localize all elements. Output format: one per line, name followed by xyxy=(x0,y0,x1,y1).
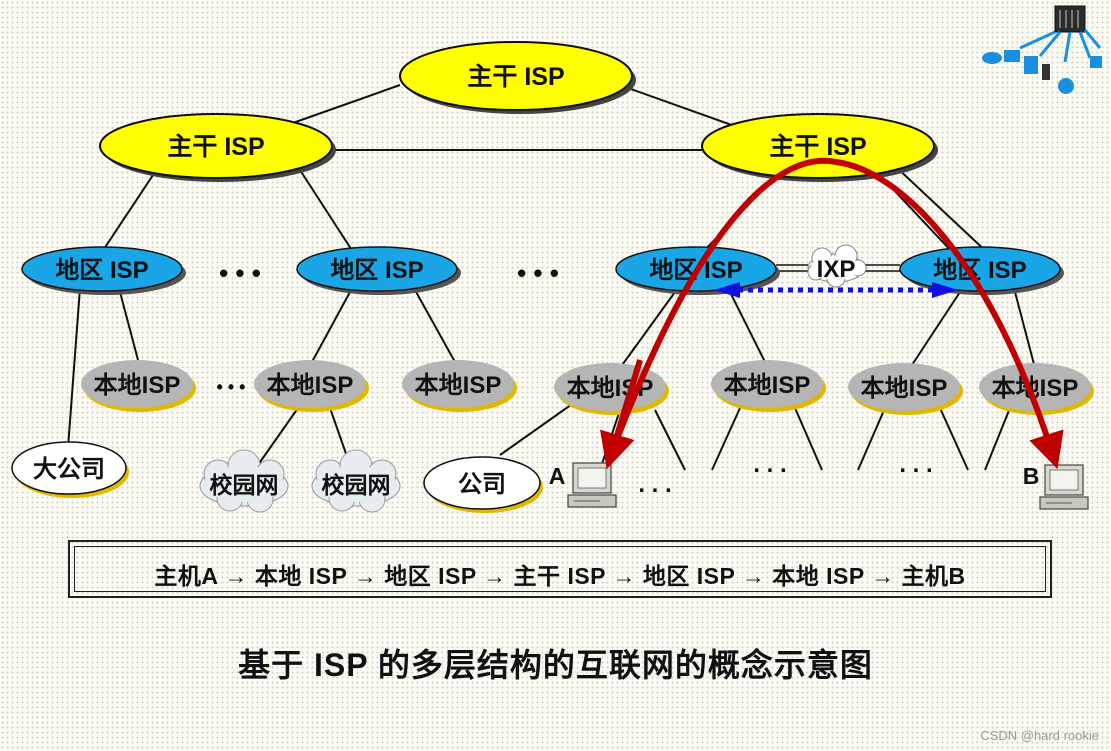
ellipsis-local: • • • xyxy=(217,377,246,397)
ixp-label: IXP xyxy=(817,256,856,283)
ixp-cloud: IXP xyxy=(807,244,867,288)
host-b: B xyxy=(1023,463,1089,510)
regional-1-label: 地区 ISP xyxy=(55,257,148,284)
regional-isp-1: 地区 ISP xyxy=(21,246,186,295)
host-a: A xyxy=(549,462,617,508)
local-3-label: 本地ISP xyxy=(415,372,502,399)
backbone-right-label: 主干 ISP xyxy=(769,133,866,161)
local-isp-3: 本地ISP xyxy=(402,360,517,412)
diagram-caption: 基于 ISP 的多层结构的互联网的概念示意图 xyxy=(238,647,873,683)
company-node: 公司 xyxy=(423,456,543,513)
company-label: 公司 xyxy=(458,471,506,498)
host-a-label: A xyxy=(549,463,566,489)
host-b-label: B xyxy=(1023,463,1040,489)
local-isp-5: 本地ISP xyxy=(711,360,826,412)
backbone-isp-top: 主干 ISP xyxy=(399,41,636,114)
local-2-label: 本地ISP xyxy=(267,372,354,399)
backbone-left-label: 主干 ISP xyxy=(167,133,264,161)
local-6-label: 本地ISP xyxy=(861,375,948,402)
local-5-label: 本地ISP xyxy=(724,372,811,399)
local-isp-1: 本地ISP xyxy=(81,360,196,412)
local-isp-2: 本地ISP xyxy=(254,360,369,412)
arrow-right-icon xyxy=(932,282,958,298)
ellipsis-hosts-3: . . . xyxy=(899,451,932,478)
local-isp-4: 本地ISP xyxy=(554,363,669,415)
route-text: 主机A → 本地 ISP → 地区 ISP → 主干 ISP → 地区 ISP … xyxy=(154,563,966,589)
local-isp-6: 本地ISP xyxy=(848,363,963,415)
big-company-node: 大公司 xyxy=(11,441,129,498)
big-company-label: 大公司 xyxy=(33,456,105,483)
ellipsis-hosts-1: . . . xyxy=(638,471,671,498)
regional-isp-2: 地区 ISP xyxy=(296,246,461,295)
campus-2-label: 校园网 xyxy=(322,472,391,498)
campus-network-2: 校园网 xyxy=(311,449,401,513)
route-path-red xyxy=(609,157,1064,470)
ellipsis-regional-1: • • • xyxy=(219,258,261,288)
campus-network-1: 校园网 xyxy=(199,449,289,513)
ixp-blue-path xyxy=(714,282,958,298)
backbone-top-label: 主干 ISP xyxy=(467,63,564,91)
local-1-label: 本地ISP xyxy=(94,372,181,399)
backbone-isp-right: 主干 ISP xyxy=(701,113,938,182)
ellipsis-hosts-2: . . . xyxy=(753,451,786,478)
regional-4-label: 地区 ISP xyxy=(933,257,1026,284)
local-isp-7: 本地ISP xyxy=(979,363,1094,415)
network-logo-icon xyxy=(982,5,1102,94)
backbone-isp-left: 主干 ISP xyxy=(99,113,336,182)
watermark: CSDN @hard rookie xyxy=(980,728,1099,743)
ellipsis-regional-2: • • • xyxy=(517,258,559,288)
regional-isp-4: 地区 ISP xyxy=(899,246,1064,295)
campus-1-label: 校园网 xyxy=(210,472,279,498)
route-path-start-arrow xyxy=(600,359,643,470)
ixp-links xyxy=(776,264,900,272)
arrow-left-icon xyxy=(714,282,740,298)
route-box: 主机A → 本地 ISP → 地区 ISP → 主干 ISP → 地区 ISP … xyxy=(68,540,1052,598)
regional-2-label: 地区 ISP xyxy=(330,257,423,284)
